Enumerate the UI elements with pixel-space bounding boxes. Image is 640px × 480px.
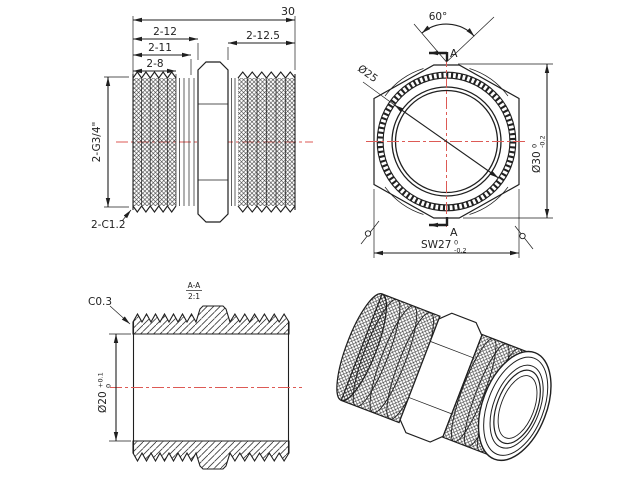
iso-left-thread xyxy=(336,293,441,424)
thread-runout-right xyxy=(231,78,236,206)
dimension-2-12: 2-12 xyxy=(133,26,199,60)
knurl-teeth-ring xyxy=(377,72,516,211)
hex-corner-chamfer-arcs xyxy=(384,68,509,215)
dia-30-tol-lower: -0.2 xyxy=(539,135,547,148)
surface-flag-left xyxy=(360,220,380,245)
dimension-2-8: 2-8 xyxy=(133,58,177,78)
section-view: A-A 2:1 Ø20 +0.1 0 C0.3 xyxy=(88,281,302,470)
sw27-tol-upper: 0 xyxy=(454,239,458,247)
dimension-thread-spec: 2-G3/4" xyxy=(91,76,129,208)
dim-2-12-label: 2-12 xyxy=(153,26,177,38)
dim-2-12-5-label: 2-12.5 xyxy=(246,30,280,42)
dimension-2-12-5: 2-12.5 xyxy=(227,30,295,60)
dim-2-11-label: 2-11 xyxy=(148,42,172,54)
surface-flag-right xyxy=(514,225,534,250)
section-wall-bottom xyxy=(132,440,290,470)
sw27-label: SW27 xyxy=(421,239,451,251)
thread-runout-left xyxy=(179,78,195,206)
sw27-tol-lower: -0.2 xyxy=(454,247,467,255)
section-scale-label: 2:1 xyxy=(188,292,200,301)
dia-25-label: Ø25 xyxy=(355,63,380,85)
iso-bore-opening xyxy=(493,369,541,445)
section-marker-top: A xyxy=(429,47,458,61)
isometric-view xyxy=(336,293,552,462)
section-letter-bottom: A xyxy=(450,226,458,239)
bore-20-tol-lower: 0 xyxy=(105,384,113,388)
chamfer-callout-2-c12: 2-C1.2 xyxy=(91,209,132,231)
vertex-angle-dimension: 60° xyxy=(413,11,495,63)
thread-spec-label: 2-G3/4" xyxy=(91,122,103,163)
section-wall-top xyxy=(132,305,290,335)
diameter-30-dimension: Ø30 0 -0.2 xyxy=(458,63,553,219)
thread-texture-right xyxy=(237,71,296,213)
section-title: A-A 2:1 xyxy=(186,281,202,301)
chamfer-2-c12-label: 2-C1.2 xyxy=(91,219,126,231)
dia-30-tol-upper: 0 xyxy=(531,144,539,148)
dim-30-label: 30 xyxy=(281,5,295,18)
wrench-size-dimension: SW27 0 -0.2 xyxy=(373,189,520,258)
angle-60-label: 60° xyxy=(429,11,448,23)
iso-end-face xyxy=(477,350,552,462)
end-view: Ø25 60° A A Ø30 0 -0.2 xyxy=(355,11,553,258)
chamfer-c03-label: C0.3 xyxy=(88,296,112,308)
thread-texture-left xyxy=(132,71,177,213)
hex-body-side xyxy=(197,61,229,223)
dia-30-label: Ø30 xyxy=(531,151,543,173)
bore-20-tol-upper: +0.1 xyxy=(97,372,105,388)
dim-2-8-label: 2-8 xyxy=(146,58,163,70)
dimension-2-11: 2-11 xyxy=(133,42,192,75)
section-letter-top: A xyxy=(450,47,458,60)
bore-diameter-dimension: Ø20 +0.1 0 xyxy=(97,333,131,442)
section-title-label: A-A xyxy=(188,281,202,290)
dimension-overall-30: 30 xyxy=(132,5,296,74)
side-view: 30 2-12 2-11 2-8 2-12.5 2-G3/4" xyxy=(91,5,313,231)
chamfer-callout-c03: C0.3 xyxy=(88,296,131,325)
bore-20-label: Ø20 xyxy=(97,391,109,413)
section-marker-bottom: A xyxy=(429,217,458,239)
